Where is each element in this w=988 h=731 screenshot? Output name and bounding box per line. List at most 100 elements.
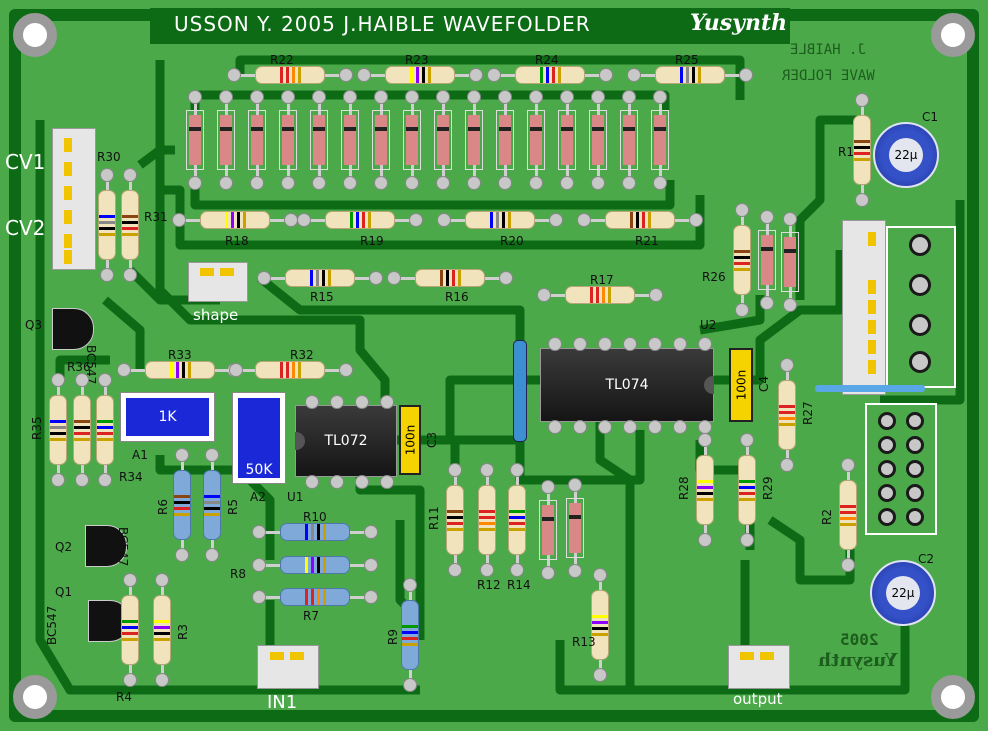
color-band (122, 637, 138, 641)
color-band (291, 362, 295, 378)
bus-pin-pad[interactable] (906, 412, 924, 430)
output-label: output (733, 690, 783, 708)
resistor-r16 (415, 269, 485, 287)
header-pin (868, 320, 876, 334)
r5-ref: R5 (226, 499, 240, 515)
diode-pad (188, 90, 202, 104)
c4-ref: C4 (757, 375, 771, 392)
color-band (679, 67, 683, 83)
ic-pin (598, 337, 612, 351)
diode-pad (498, 176, 512, 190)
r20-pad (437, 213, 451, 227)
color-band (122, 226, 138, 230)
ic-pin (380, 475, 394, 489)
color-band (322, 557, 326, 573)
resistor-r1 (853, 115, 871, 185)
resistor-r15 (285, 269, 355, 287)
color-band (322, 589, 326, 605)
r7-ref: R7 (303, 609, 319, 623)
diode-pad (560, 90, 574, 104)
diode-pad (312, 90, 326, 104)
r10-ref: R10 (303, 510, 327, 524)
r25-pad (739, 68, 753, 82)
diode-pad (343, 176, 357, 190)
power-pin-pad[interactable] (909, 274, 931, 296)
color-band (734, 267, 750, 271)
header-pin (64, 250, 72, 264)
r27-ref: R27 (801, 401, 815, 425)
diode (248, 110, 266, 170)
r22-ref: R22 (270, 53, 294, 67)
bus-pin-pad[interactable] (878, 508, 896, 526)
ic-pin (573, 337, 587, 351)
bus-pin-pad[interactable] (906, 460, 924, 478)
color-band (309, 270, 313, 286)
diode-pad (591, 90, 605, 104)
output-connector[interactable] (728, 645, 790, 689)
header-pin (64, 234, 72, 248)
ic-pin (573, 420, 587, 434)
ic-u2: TL074 (540, 348, 714, 422)
bus-pin-pad[interactable] (906, 484, 924, 502)
q1-ref: Q1 (55, 585, 73, 599)
color-band (285, 67, 289, 83)
color-band (50, 425, 66, 429)
color-band (557, 67, 561, 83)
trimmer-a1[interactable]: 1K (120, 392, 215, 442)
color-band (854, 145, 870, 149)
power-pin-pad[interactable] (909, 234, 931, 256)
r11-ref: R11 (427, 506, 441, 530)
ic-pin (698, 420, 712, 434)
r10-pad (364, 525, 378, 539)
color-band (415, 67, 419, 83)
header-pin (64, 186, 72, 200)
color-band (122, 619, 138, 623)
bus-pin-pad[interactable] (878, 436, 896, 454)
diode (527, 110, 545, 170)
power-header[interactable] (842, 220, 886, 395)
r2-pad (841, 458, 855, 472)
bus-pin-pad[interactable] (878, 412, 896, 430)
r1-pad (855, 93, 869, 107)
header-pin (290, 652, 304, 660)
header-pin (868, 232, 876, 246)
color-band (509, 509, 525, 513)
r19-ref: R19 (360, 234, 384, 248)
color-band (321, 270, 325, 286)
r6-pad (175, 448, 189, 462)
power-pin-pad[interactable] (909, 314, 931, 336)
diode-pad (529, 90, 543, 104)
diode-pad (467, 90, 481, 104)
diode-pad (250, 90, 264, 104)
header-pin (200, 268, 214, 276)
r25-ref: R25 (675, 53, 699, 67)
color-band (447, 527, 463, 531)
r18-pad (172, 213, 186, 227)
diode-pad (541, 480, 555, 494)
header-pin (868, 280, 876, 294)
bus-pin-pad[interactable] (906, 508, 924, 526)
mirror-logo: Yusynth (818, 650, 898, 671)
trimmer-a2[interactable]: 50K (232, 392, 286, 484)
in1-connector[interactable] (257, 645, 319, 689)
r24-pad (487, 68, 501, 82)
bus-pin-pad[interactable] (906, 436, 924, 454)
bus-pin-pad[interactable] (878, 484, 896, 502)
resistor-r34 (96, 395, 114, 465)
color-band (854, 151, 870, 155)
r5-pad (205, 548, 219, 562)
bus-pin-pad[interactable] (878, 460, 896, 478)
resistor-r11 (446, 485, 464, 555)
power-pin-pad[interactable] (909, 351, 931, 373)
r36-ref: R36 (67, 360, 91, 374)
cv-header[interactable] (52, 128, 96, 270)
color-band (97, 431, 113, 435)
diode (566, 498, 584, 558)
shape-connector[interactable] (188, 262, 248, 302)
r2-ref: R2 (820, 509, 834, 525)
color-band (439, 270, 443, 286)
diode-pad (281, 176, 295, 190)
ic-pin (355, 395, 369, 409)
r4-pad (123, 673, 137, 687)
ic-pin (330, 395, 344, 409)
